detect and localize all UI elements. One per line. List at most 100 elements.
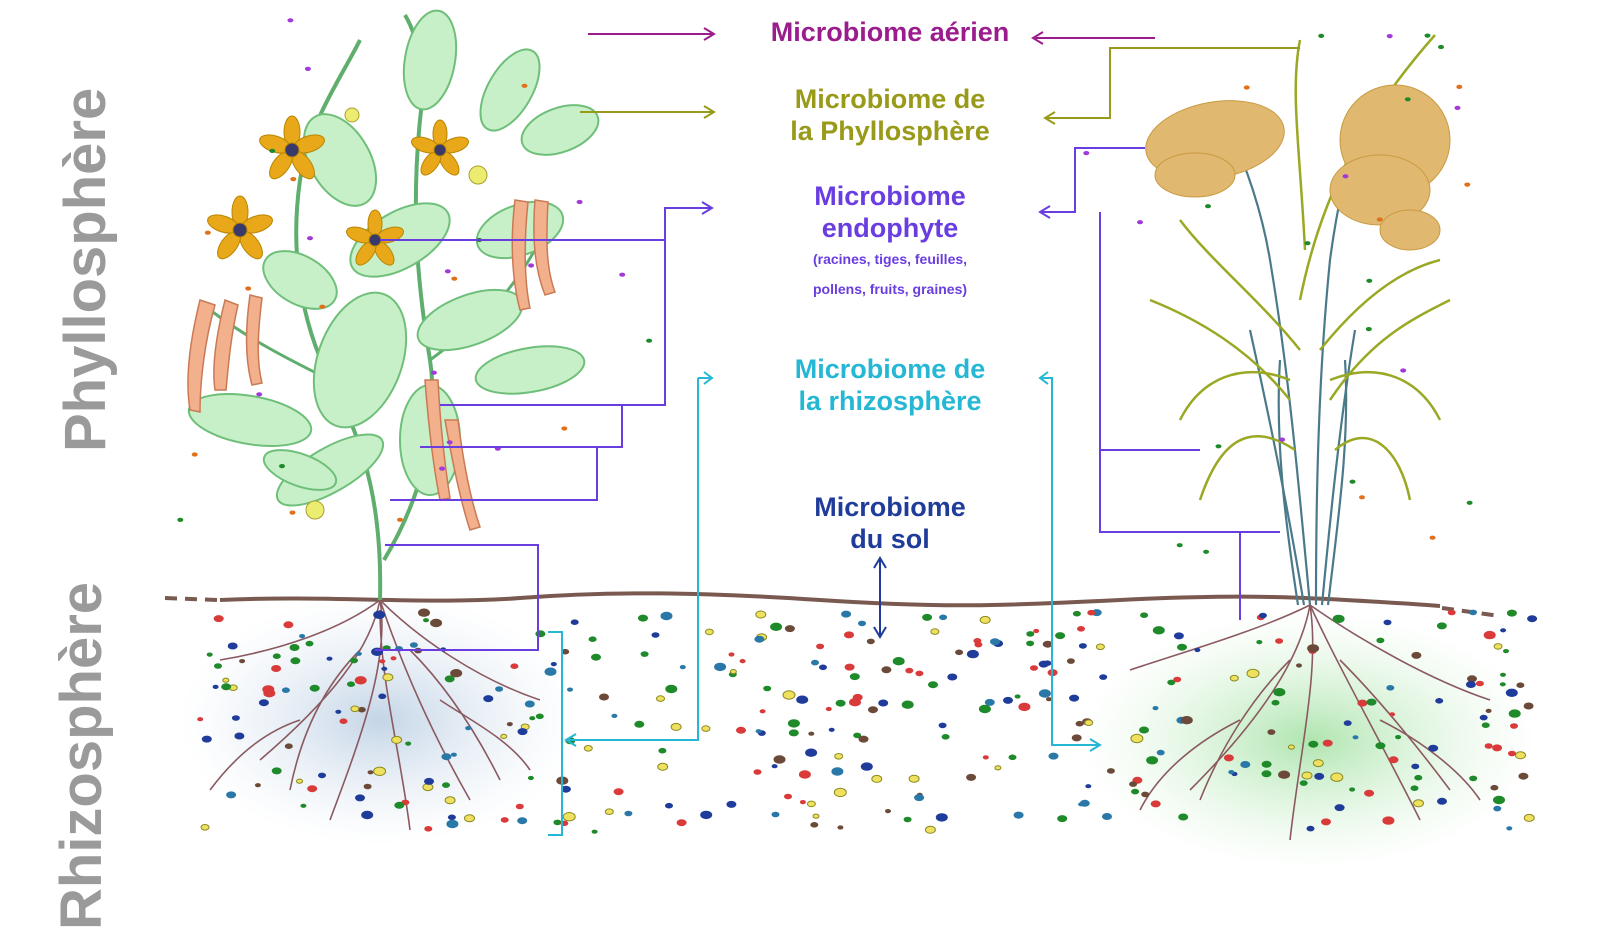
microbe-dot [858,735,869,743]
microbe-dot [355,651,362,656]
microbe-dot [394,801,405,809]
microbe-dot [550,662,557,667]
microbe-dot [1436,622,1447,630]
microbe-dot [271,665,282,672]
microbe-dot [640,651,649,657]
microbe-dot [939,614,948,621]
microbe-dot [527,775,534,781]
microbe-dot [405,741,412,746]
microbe-dot [1308,740,1319,748]
microbe-dot [1376,637,1385,644]
microbe-dot [444,796,456,805]
microbe-dot [1479,714,1488,721]
microbe-dot [930,628,940,635]
microbe-dot [256,392,263,397]
microbe-dot [1307,644,1320,653]
microbe-dot [284,743,293,749]
rhizosphere-microbiome-label: Microbiome de la rhizosphère [740,353,1040,417]
soil-surface-line [219,591,1441,608]
microbe-dot [849,673,860,681]
microbe-dot [583,745,593,752]
microbe-dot [204,230,211,235]
microbe-dot [679,665,686,670]
microbe-dot [656,695,665,702]
microbe-dot [1503,649,1509,654]
microbe-dot [1304,241,1311,246]
microbe-dot [430,370,437,375]
microbe-dot [1275,638,1284,644]
microbe-dot [1273,688,1286,697]
microbe-dot [638,614,648,622]
microbe-dot [1332,614,1345,624]
microbe-dot [1386,685,1395,691]
microbe-dot [1523,702,1534,710]
microbe-dot [528,263,535,268]
microbe-dot [816,643,825,650]
microbe-dot [914,794,925,802]
microbe-dot [515,803,524,810]
microbe-dot [1352,735,1359,740]
microbe-dot [409,642,418,648]
phyllosphere-microbiome-line2: la Phyllosphère [790,116,990,146]
microbe-dot [841,610,852,618]
bean-plant-icon [187,9,600,601]
microbe-dot [381,666,388,671]
microbe-dot [1429,535,1436,540]
microbe-dot [206,652,213,657]
microbe-dot [853,732,862,739]
microbe-dot [1066,658,1075,664]
microbe-dot [599,693,609,701]
microbe-dot [361,810,374,820]
microbe-dot [1069,694,1080,702]
microbe-dot [423,618,429,623]
microbe-dot [222,677,230,683]
microbe-dot [782,690,796,700]
microbe-dot [941,734,950,740]
microbe-dot [517,817,528,825]
cereal-plant-icon [1145,34,1451,606]
microbe-dot [665,802,673,809]
microbe-dot [1493,805,1502,812]
root-system-icon [209,599,541,831]
microbe-dot [1376,217,1383,222]
microbe-dot [1014,694,1021,699]
microbe-dot [373,766,387,776]
microbe-dot [1366,698,1377,706]
microbe-dot [391,735,403,744]
microbe-dot [1411,763,1420,770]
microbe-dot [1194,647,1201,653]
microbe-dot [947,673,958,681]
microbe-dot [355,794,365,802]
microbe-icon [177,18,1538,834]
microbe-dot [1322,739,1333,747]
microbe-dot [624,810,633,817]
microbe-dot [506,722,513,727]
microbe-dot [613,788,624,796]
microbe-dot [868,706,878,714]
microbe-dot [1359,495,1365,500]
microbe-dot [935,813,948,822]
microbe-dot [1516,682,1525,688]
microbe-dot [269,148,276,153]
connector-lines [375,27,1300,836]
microbe-dot [784,793,792,800]
microbe-dot [1343,720,1352,726]
microbe-dot [806,800,816,808]
microbe-dot [444,269,451,274]
soil-microbiome-line2: du sol [850,524,930,554]
microbe-dot [576,199,583,205]
microbe-dot [245,286,252,291]
microbe-dot [290,177,297,182]
microbe-dot [798,770,811,779]
microbe-dot [1156,749,1165,756]
microbe-dot [1267,729,1276,735]
microbe-dot [1527,615,1538,623]
microbe-dot [447,814,456,821]
microbe-dot [567,687,573,692]
microbe-dot [1349,787,1356,792]
microbe-dot [1130,733,1144,744]
microbe-dot [1314,772,1325,780]
microbe-dot [1057,815,1068,823]
microbe-dot [811,659,819,666]
microbe-dot [281,687,290,693]
